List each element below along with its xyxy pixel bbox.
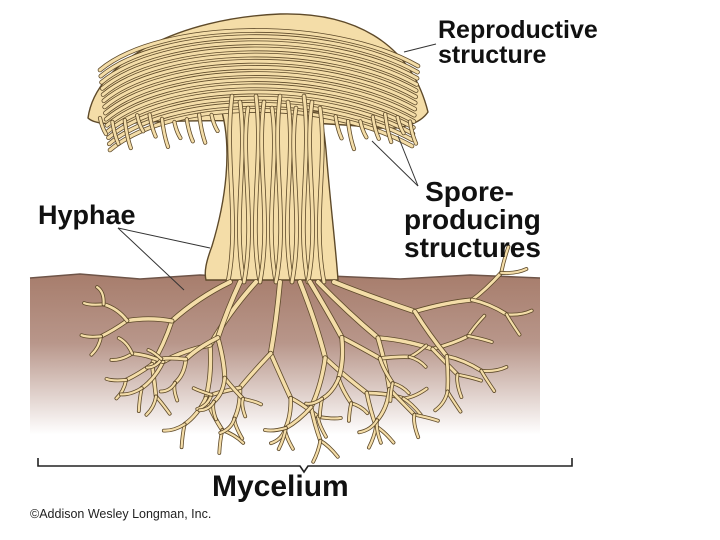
label-reproductive-structure: Reproductive structure [438, 18, 598, 68]
label-mycelium: Mycelium [212, 472, 349, 502]
leader-hyphae-1 [118, 228, 210, 248]
label-line: structures [404, 234, 541, 262]
label-line: producing [404, 206, 541, 234]
reproductive-structure-illustration [88, 14, 428, 282]
label-spore-producing-structures: Spore- producing structures [404, 178, 541, 262]
mycelium-hypha [447, 356, 448, 391]
label-line: structure [438, 43, 598, 68]
copyright-credit: ©Addison Wesley Longman, Inc. [30, 508, 211, 521]
mycelium-hypha [380, 357, 410, 359]
mycelium-hypha [161, 358, 186, 359]
label-line: Reproductive [438, 18, 598, 43]
label-line: Spore- [398, 178, 541, 206]
leader-reproductive [404, 44, 436, 52]
label-hyphae: Hyphae [38, 202, 136, 229]
